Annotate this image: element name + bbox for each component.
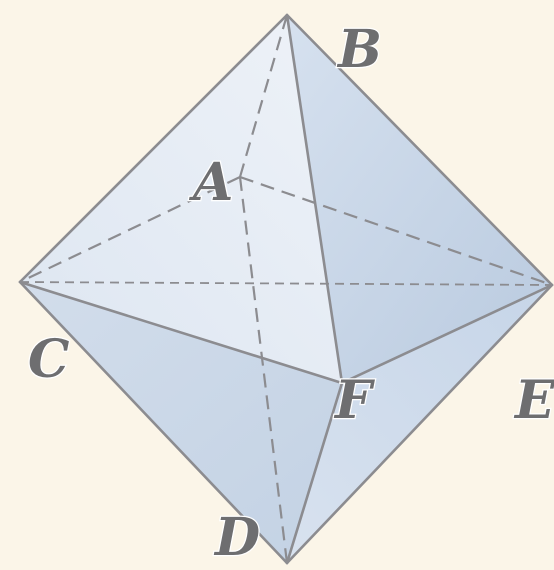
face-D-C-F [20, 282, 342, 563]
vertex-label-C: C [28, 329, 69, 390]
edge-B-E [285, 13, 554, 287]
edge-B-C [18, 13, 289, 284]
edge-D-E [285, 283, 554, 565]
edge-C-F [18, 280, 344, 385]
vertex-label-F: F [333, 370, 375, 431]
vertex-label-B: B [336, 19, 382, 80]
face-B-C-F [20, 15, 342, 383]
edge-A-B-hidden [238, 14, 289, 178]
face-B-F-E [287, 15, 552, 383]
edge-A-E-hidden [239, 175, 553, 287]
edge-E-F [340, 283, 554, 385]
diagonal-C-E-hidden [19, 281, 553, 286]
edge-D-F [285, 381, 344, 565]
vertex-label-A: A [188, 152, 233, 213]
edge-C-D [18, 280, 289, 565]
vertex-label-E: E [513, 370, 554, 431]
vertex-label-D: D [213, 507, 260, 568]
edge-A-C-hidden [19, 176, 241, 283]
edge-B-F [285, 13, 344, 385]
